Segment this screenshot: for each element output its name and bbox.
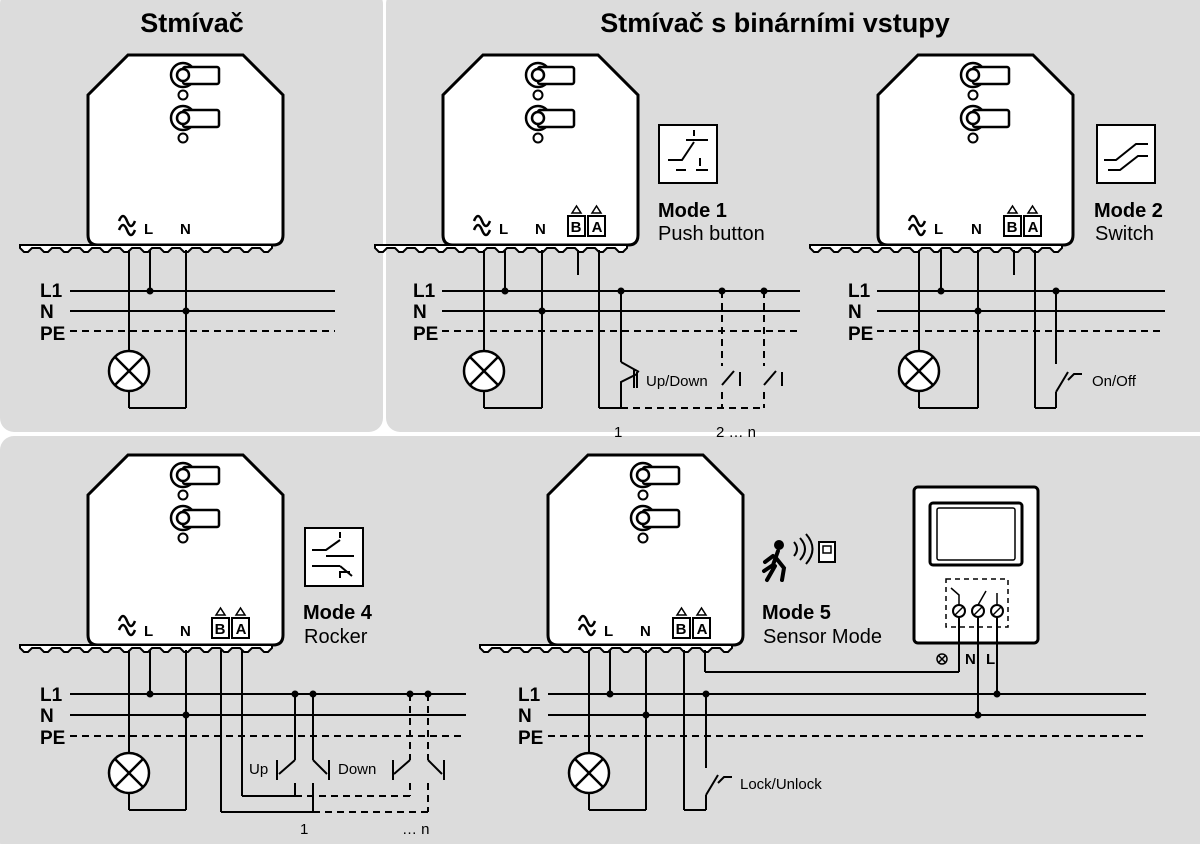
lamp-icon: [897, 349, 941, 393]
count-label-one: 1: [614, 424, 622, 441]
rocker-icon: [304, 527, 364, 587]
terminal-n: N: [535, 221, 546, 238]
terminal-b: B: [676, 621, 687, 638]
terminal-a: A: [592, 219, 603, 236]
switch-label-on-off: On/Off: [1092, 373, 1137, 390]
diagram-mode1: L N B A Mode 1 Push button L1 N PE Up/Do: [373, 53, 800, 441]
count-label-one: 1: [300, 821, 308, 838]
motion-sensor-icon: [762, 533, 836, 582]
dimmer-binary-title: Stmívač s binárními vstupy: [600, 8, 950, 38]
terminal-b: B: [1007, 219, 1018, 236]
mode5-subtitle: Sensor Mode: [763, 626, 882, 648]
dimmer-title: Stmívač: [140, 8, 244, 38]
mode1-subtitle: Push button: [658, 223, 765, 245]
terminal-b: B: [215, 621, 226, 638]
count-label-dots-n: … n: [402, 821, 430, 838]
bus-label-pe: PE: [848, 324, 873, 345]
switch-icon: [1096, 124, 1156, 184]
bus-label-n: N: [40, 302, 54, 323]
lamp-icon: [567, 751, 611, 795]
push-button-icon: [658, 124, 718, 184]
mode1-title: Mode 1: [658, 200, 727, 222]
terminal-n: N: [180, 221, 191, 238]
terminal-l: L: [934, 221, 943, 238]
terminal-l: L: [144, 221, 153, 238]
mode4-title: Mode 4: [303, 602, 373, 624]
diagram-mode4: L N B A Mode 4 Rocker L1 N PE: [18, 453, 466, 838]
bus-label-l1: L1: [518, 685, 541, 706]
bus-label-pe: PE: [40, 728, 65, 749]
diagram-mode5: L N B A Mode 5 Sensor Mode N L: [478, 453, 1146, 811]
bus-label-l1: L1: [413, 281, 436, 302]
terminal-n: N: [180, 623, 191, 640]
terminal-a: A: [697, 621, 708, 638]
terminal-b: B: [571, 219, 582, 236]
bus-label-pe: PE: [413, 324, 438, 345]
bus-label-l1: L1: [848, 281, 871, 302]
bus-label-l1: L1: [40, 281, 63, 302]
switch-label-up-down: Up/Down: [646, 373, 708, 390]
mode2-subtitle: Switch: [1095, 223, 1154, 245]
bus-label-n: N: [848, 302, 862, 323]
bus-label-n: N: [413, 302, 427, 323]
bus-label-n: N: [518, 706, 532, 727]
bus-label-l1: L1: [40, 685, 63, 706]
bus-label-pe: PE: [40, 324, 65, 345]
terminal-n: N: [640, 623, 651, 640]
bus-label-pe: PE: [518, 728, 543, 749]
lamp-icon: [462, 349, 506, 393]
lamp-icon: [107, 349, 151, 393]
mode5-title: Mode 5: [762, 602, 831, 624]
terminal-l: L: [144, 623, 153, 640]
motion-sensor-unit: N L: [912, 485, 1040, 668]
sensor-terminal-l: L: [986, 651, 995, 668]
terminal-n: N: [971, 221, 982, 238]
terminal-a: A: [1028, 219, 1039, 236]
switch-label-lock-unlock: Lock/Unlock: [740, 776, 822, 793]
diagram-dimmer: L N L1 N PE: [18, 53, 335, 409]
terminal-l: L: [499, 221, 508, 238]
bus-label-n: N: [40, 706, 54, 727]
terminal-a: A: [236, 621, 247, 638]
diagram-mode2: L N B A Mode 2 Switch L1 N PE On/Off: [808, 53, 1165, 409]
lamp-icon: [107, 751, 151, 795]
switch-label-down: Down: [338, 761, 376, 778]
count-label-two-to-n: 2 … n: [716, 424, 756, 441]
terminal-l: L: [604, 623, 613, 640]
sensor-terminal-n: N: [965, 651, 976, 668]
mode2-title: Mode 2: [1094, 200, 1163, 222]
switch-label-up: Up: [249, 761, 268, 778]
mode4-subtitle: Rocker: [304, 626, 368, 648]
